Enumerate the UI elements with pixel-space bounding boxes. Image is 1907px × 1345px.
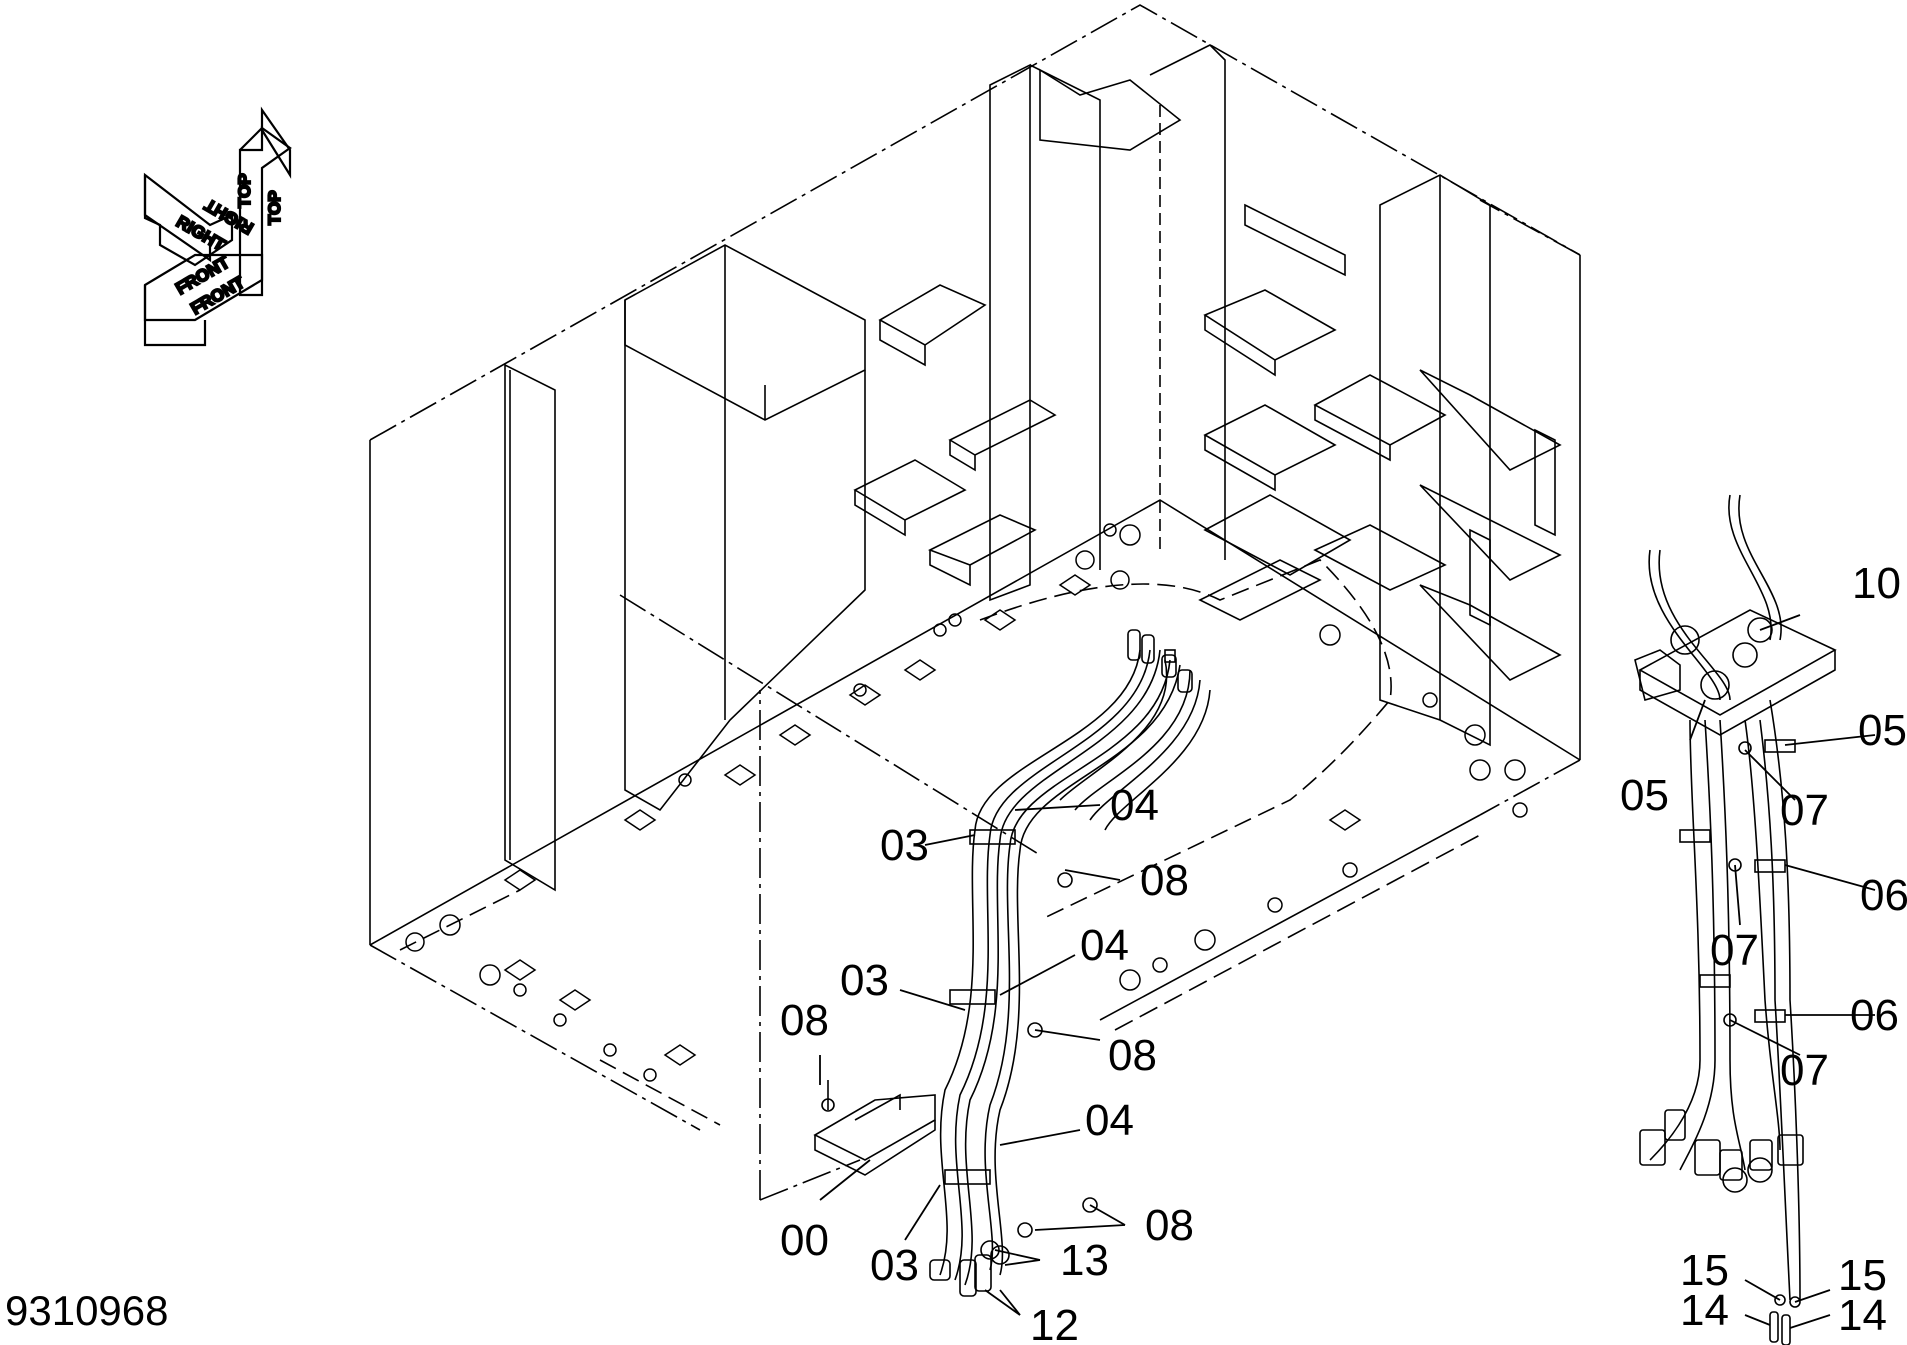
callout-14-a: 14	[1680, 1286, 1729, 1335]
drawing-number: 9310968	[5, 1287, 169, 1334]
leader-lines	[819, 614, 1876, 1329]
callout-15-a: 15	[1680, 1246, 1729, 1295]
callout-06-a: 06	[1860, 871, 1907, 920]
callout-04-a: 04	[1110, 781, 1159, 830]
main-harness	[813, 629, 1211, 1297]
callout-04-b: 04	[1080, 921, 1129, 970]
floor-clips	[405, 523, 1528, 1082]
callout-13: 13	[1060, 1236, 1109, 1285]
callout-07-a: 07	[1780, 786, 1829, 835]
callout-14-b: 14	[1838, 1291, 1887, 1340]
callout-08-c: 08	[780, 996, 829, 1045]
callout-08-a: 08	[1140, 856, 1189, 905]
callout-05-b: 05	[1620, 771, 1669, 820]
callout-05-a: 05	[1858, 706, 1907, 755]
orientation-icon: TOP TOP RIGHT RIGHT FRONT FRONT	[143, 106, 292, 347]
callout-10: 10	[1852, 559, 1901, 608]
callout-03-b: 03	[840, 956, 889, 1005]
callout-03-c: 03	[870, 1241, 919, 1290]
callout-00: 00	[780, 1216, 829, 1265]
side-harness	[1634, 494, 1837, 1345]
callout-08-b: 08	[1108, 1031, 1157, 1080]
callout-07-b: 07	[1710, 926, 1759, 975]
callout-15-b: 15	[1838, 1251, 1887, 1300]
top-label-mirror: TOP	[235, 173, 254, 208]
cab-brackets	[853, 203, 1562, 681]
callout-03-a: 03	[880, 821, 929, 870]
callout-08-d: 08	[1145, 1201, 1194, 1250]
callout-06-b: 06	[1850, 991, 1899, 1040]
top-label: TOP	[265, 190, 284, 225]
cab-frame	[369, 4, 1581, 1201]
callout-12: 12	[1030, 1301, 1079, 1345]
callout-04-c: 04	[1085, 1096, 1134, 1145]
callouts: 04 03 08 04 03 08 08 04 08 00 03 13 12 1…	[5, 559, 1907, 1345]
callout-07-c: 07	[1780, 1046, 1829, 1095]
